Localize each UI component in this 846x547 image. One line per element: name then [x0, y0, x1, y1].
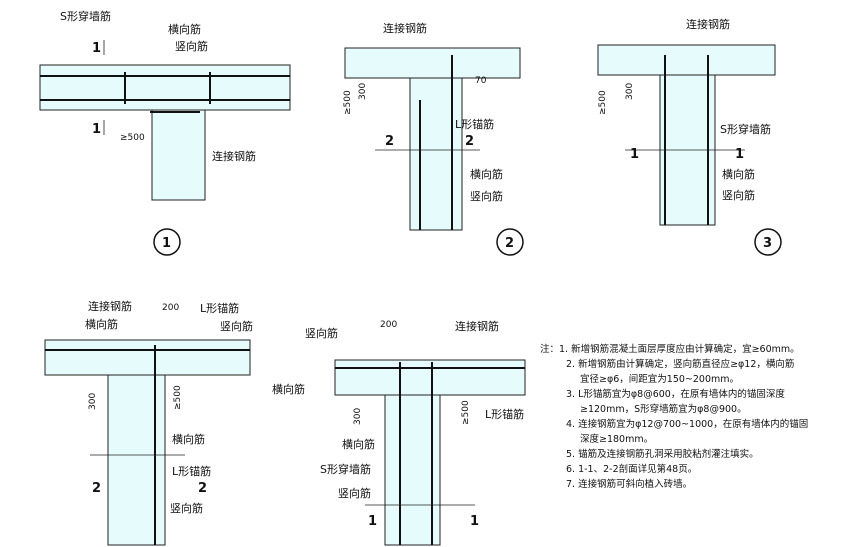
- label-connect-bar: 连接钢筋: [686, 17, 730, 31]
- label-vertical-bar-2: 竖向筋: [338, 486, 371, 500]
- dim-300: 300: [88, 393, 98, 410]
- label-l-anchor-2: L形锚筋: [172, 464, 211, 478]
- wall: [409, 77, 463, 231]
- note-line: 5. 锚筋及连接钢筋孔洞采用胶粘剂灌注填实。: [566, 449, 759, 460]
- label-horizontal-bar-2: 横向筋: [172, 432, 205, 446]
- label-horizontal-bar-2: 横向筋: [342, 437, 375, 451]
- section-mark-2-right: 2: [465, 134, 474, 149]
- wall: [151, 109, 206, 201]
- section-mark-1-right: 1: [735, 147, 744, 162]
- label-vertical-bar: 竖向筋: [220, 319, 253, 333]
- notes-prefix: 注：: [540, 344, 560, 355]
- slab: [39, 64, 291, 111]
- label-vertical-bar-2: 竖向筋: [170, 501, 203, 515]
- section-mark-1-bottom: 1: [92, 122, 101, 137]
- label-l-anchor: L形锚筋: [485, 407, 524, 421]
- section-mark-2-right: 2: [198, 481, 207, 496]
- detail-number-2: 2: [505, 236, 514, 251]
- note-line: 宜径≥φ6，间距宜为150~200mm。: [580, 374, 740, 385]
- wall: [384, 394, 441, 546]
- label-s-tie: S形穿墙筋: [720, 122, 771, 136]
- section-mark-2-left: 2: [92, 481, 101, 496]
- slab: [44, 339, 251, 376]
- dim-200: 200: [380, 320, 397, 330]
- wall: [107, 374, 166, 546]
- section-mark-1-left: 1: [368, 514, 377, 529]
- label-s-tie: S形穿墙筋: [60, 9, 111, 23]
- dim-200: 200: [162, 303, 179, 313]
- note-line: ≥120mm，S形穿墙筋宜为φ8@900。: [580, 404, 747, 415]
- label-l-anchor: L形锚筋: [200, 301, 239, 315]
- label-l-anchor: L形锚筋: [455, 117, 494, 131]
- note-line: 7. 连接钢筋可斜向植入砖墙。: [566, 479, 693, 490]
- label-connect-bar: 连接钢筋: [88, 299, 132, 313]
- detail-4: 连接钢筋 200 L形锚筋 横向筋 竖向筋 300 ≥500 横向筋 L形锚筋 …: [44, 299, 253, 546]
- note-line: 4. 连接钢筋宜为φ12@700~1000，在原有墙体内的锚固: [566, 419, 809, 430]
- note-line: 深度≥180mm。: [580, 434, 654, 445]
- label-horizontal-bar: 横向筋: [722, 167, 755, 181]
- detail-number-1: 1: [162, 236, 171, 251]
- slab: [344, 47, 521, 79]
- detail-1: 1 1 S形穿墙筋 横向筋 竖向筋 ≥500 连接钢筋 1: [39, 9, 291, 256]
- note-line: 2. 新增钢筋由计算确定，竖向筋直径应≥φ12，横向筋: [566, 359, 795, 370]
- label-connect-bar: 连接钢筋: [383, 21, 427, 35]
- label-horizontal-bar: 横向筋: [272, 382, 305, 396]
- dim-500: ≥500: [343, 90, 353, 115]
- label-horizontal-bar: 横向筋: [168, 22, 201, 36]
- detail-3: 连接钢筋 300 ≥500 S形穿墙筋 1 1 横向筋 竖向筋 3: [597, 17, 782, 256]
- section-mark-1-right: 1: [470, 514, 479, 529]
- section-mark-1-top: 1: [92, 41, 101, 56]
- detail-5: 竖向筋 200 连接钢筋 横向筋 300 ≥500 L形锚筋 横向筋 S形穿墙筋…: [272, 319, 526, 546]
- dim-70: 70: [475, 76, 487, 86]
- note-line: 1. 新增钢筋混凝土面层厚度应由计算确定，宜≥60mm。: [559, 344, 800, 355]
- label-connect-bar: 连接钢筋: [212, 149, 256, 163]
- dim-500: ≥500: [173, 385, 183, 410]
- label-vertical-bar: 竖向筋: [305, 326, 338, 340]
- slab: [334, 359, 526, 396]
- note-line: 3. L形锚筋宜为φ8@600，在原有墙体内的锚固深度: [566, 389, 785, 400]
- label-vertical-bar: 竖向筋: [470, 189, 503, 203]
- dim-500: ≥500: [598, 90, 608, 115]
- dim-300: 300: [353, 408, 363, 425]
- label-vertical-bar: 竖向筋: [722, 188, 755, 202]
- label-connect-bar: 连接钢筋: [455, 319, 499, 333]
- label-s-tie: S形穿墙筋: [320, 462, 371, 476]
- section-mark-2-left: 2: [385, 134, 394, 149]
- dim-300: 300: [358, 83, 368, 100]
- notes: 注：1. 新增钢筋混凝土面层厚度应由计算确定，宜≥60mm。 2. 新增钢筋由计…: [540, 342, 840, 492]
- dim-500: ≥500: [461, 400, 471, 425]
- note-line: 6. 1-1、2-2剖面详见第48页。: [566, 464, 698, 475]
- label-vertical-bar: 竖向筋: [175, 39, 208, 53]
- section-mark-1-left: 1: [630, 147, 639, 162]
- label-horizontal-bar: 横向筋: [470, 167, 503, 181]
- dim-500: ≥500: [120, 133, 145, 143]
- detail-number-3: 3: [763, 236, 772, 251]
- slab: [597, 44, 776, 76]
- dim-300: 300: [625, 83, 635, 100]
- label-horizontal-bar: 横向筋: [85, 317, 118, 331]
- detail-2: 连接钢筋 70 300 ≥500 L形锚筋 2 2 横向筋 竖向筋 2: [343, 21, 524, 256]
